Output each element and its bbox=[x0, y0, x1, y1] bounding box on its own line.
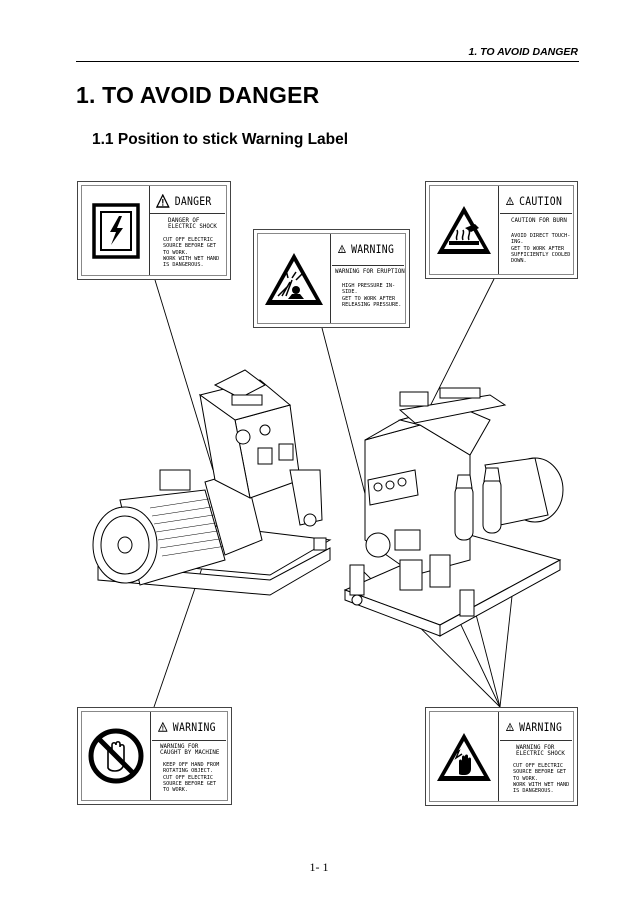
electric-shock-icon bbox=[91, 202, 140, 259]
eruption-icon bbox=[265, 252, 323, 305]
section-heading: 1.1 Position to stick Warning Label bbox=[92, 131, 349, 148]
alert-triangle-icon bbox=[338, 244, 347, 253]
signal-word-text: WARNING bbox=[172, 720, 216, 734]
signal-word: WARNING bbox=[338, 240, 394, 258]
left-compressor-unit bbox=[92, 369, 332, 596]
instruction-text: CUT OFF ELECTRIC SOURCE BEFORE GET TO WO… bbox=[163, 237, 220, 269]
label-frame bbox=[81, 185, 227, 276]
label-pictogram bbox=[430, 712, 499, 801]
instruction-text: HIGH PRESSURE IN- SIDE. GET TO WORK AFTE… bbox=[342, 283, 402, 308]
signal-divider bbox=[500, 213, 572, 214]
warning-label-caught-by-machine: WARNING WARNING FOR CAUGHT BY MACHINE KE… bbox=[77, 707, 232, 805]
signal-divider bbox=[152, 740, 226, 741]
signal-word: WARNING bbox=[506, 718, 562, 736]
label-frame bbox=[429, 711, 574, 802]
instruction-text: CUT OFF ELECTRIC SOURCE BEFORE GET TO WO… bbox=[513, 763, 570, 795]
alert-triangle-icon bbox=[506, 196, 515, 205]
danger-label-electric-shock: DANGER DANGER OF ELECTRIC SHOCK CUT OFF … bbox=[77, 181, 231, 280]
signal-word: WARNING bbox=[158, 718, 216, 736]
no-hand-icon bbox=[88, 728, 144, 784]
header-rule bbox=[76, 61, 579, 62]
signal-word: DANGER bbox=[156, 192, 215, 210]
running-header: 1. TO AVOID DANGER bbox=[468, 46, 579, 58]
page-title: 1. TO AVOID DANGER bbox=[76, 82, 320, 108]
instruction-text: KEEP OFF HAND FROM ROTATING OBJECT. CUT … bbox=[163, 762, 220, 794]
page-number: 1- 1 bbox=[309, 860, 329, 874]
hand-shock-icon bbox=[437, 732, 491, 781]
label-pictogram bbox=[82, 712, 151, 800]
hazard-type: WARNING FOR CAUGHT BY MACHINE bbox=[160, 744, 220, 757]
warning-label-electric-shock: WARNING WARNING FOR ELECTRIC SHOCK CUT O… bbox=[425, 707, 578, 806]
signal-word-text: DANGER bbox=[174, 194, 212, 208]
signal-word-text: WARNING bbox=[351, 242, 395, 256]
signal-word-text: WARNING bbox=[519, 720, 563, 734]
warning-label-eruption: WARNING WARNING FOR ERUPTION HIGH PRESSU… bbox=[253, 229, 410, 328]
instruction-text: AVOID DIRECT TOUCH- ING. GET TO WORK AFT… bbox=[511, 233, 571, 265]
caution-label-burn: CAUTION CAUTION FOR BURN AVOID DIRECT TO… bbox=[425, 181, 578, 279]
alert-triangle-icon bbox=[158, 721, 168, 732]
hazard-type: WARNING FOR ERUPTION bbox=[335, 269, 405, 275]
alert-triangle-icon bbox=[506, 722, 515, 731]
label-pictogram bbox=[430, 186, 499, 274]
label-pictogram bbox=[82, 186, 150, 275]
signal-divider bbox=[500, 740, 572, 741]
signal-divider bbox=[150, 213, 225, 214]
alert-triangle-icon bbox=[156, 194, 170, 208]
hazard-type: DANGER OF ELECTRIC SHOCK bbox=[168, 218, 217, 231]
label-pictogram bbox=[258, 234, 331, 323]
signal-divider bbox=[332, 265, 404, 266]
right-compressor-unit bbox=[343, 387, 564, 637]
hazard-type: WARNING FOR ELECTRIC SHOCK bbox=[516, 745, 565, 758]
signal-word: CAUTION bbox=[506, 192, 562, 210]
label-frame bbox=[257, 233, 406, 324]
label-frame bbox=[81, 711, 228, 801]
signal-word-text: CAUTION bbox=[519, 194, 563, 208]
hazard-type: CAUTION FOR BURN bbox=[511, 218, 567, 224]
label-frame bbox=[429, 185, 574, 275]
hot-surface-icon bbox=[437, 206, 491, 254]
